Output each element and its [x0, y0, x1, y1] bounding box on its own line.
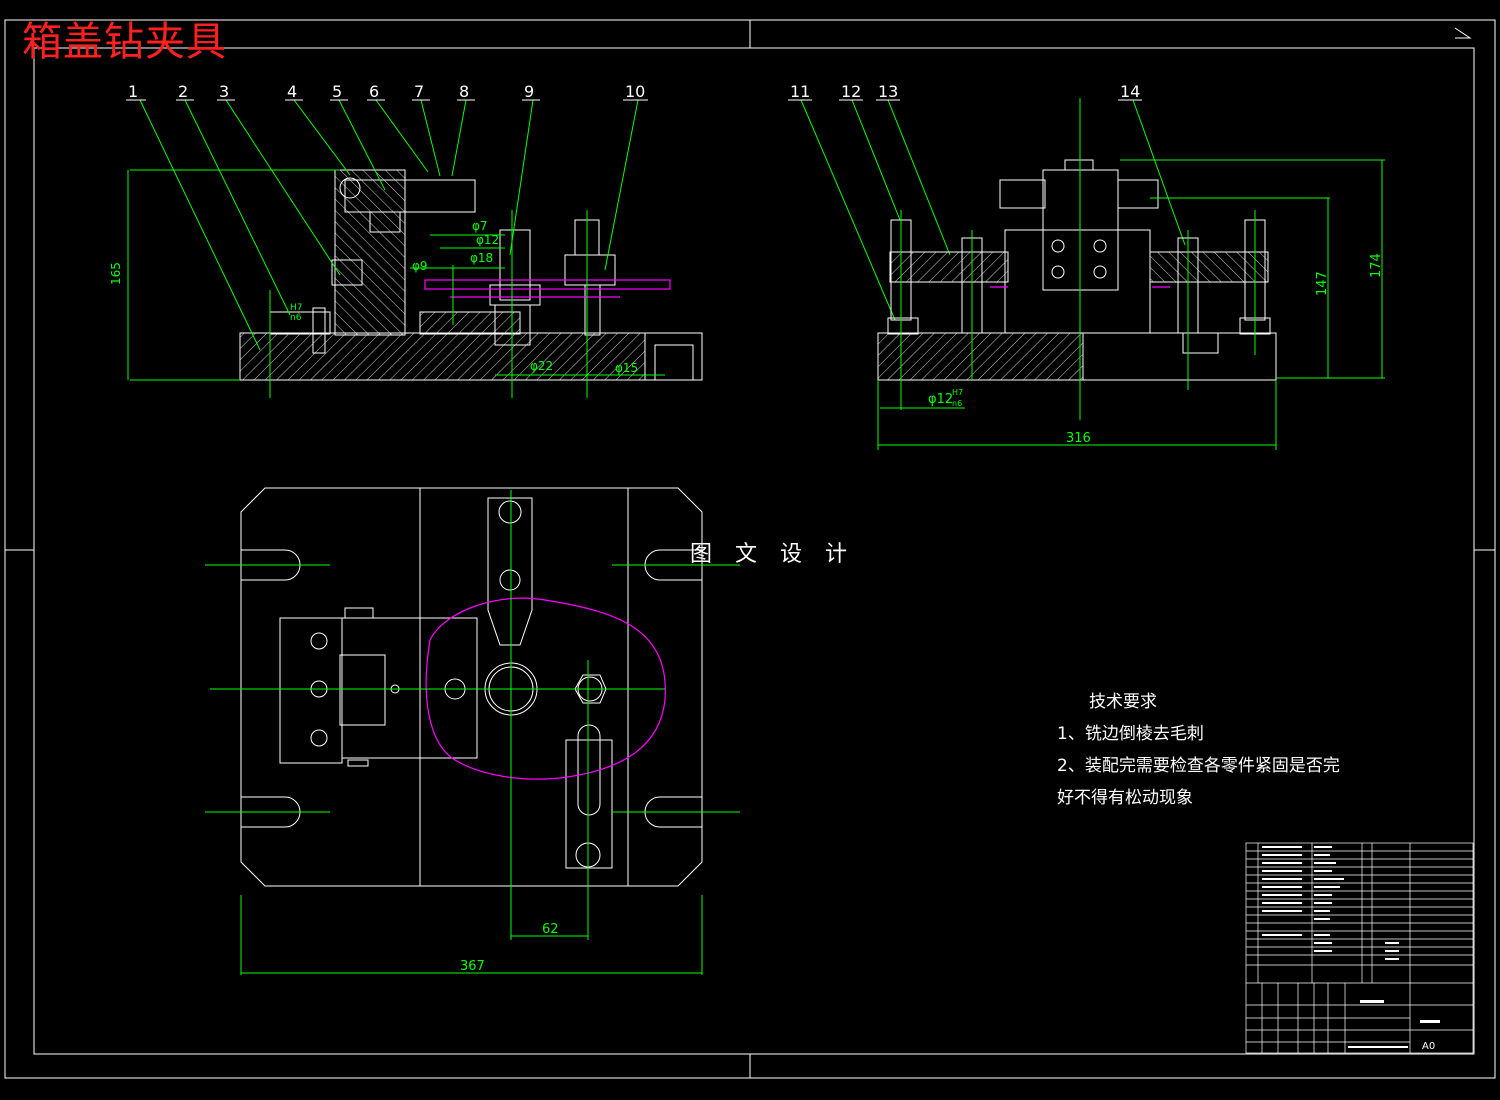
balloon-8: 8	[459, 82, 469, 101]
front-workpiece	[424, 279, 671, 298]
technical-requirements: 技术要求 1、铣边倒棱去毛刺 2、装配完需要检查各零件紧固是否完 好不得有松动现…	[1057, 686, 1340, 814]
fit-n6-front: n6	[290, 313, 302, 323]
drawing-title: 箱盖钻夹具	[22, 19, 227, 65]
front-leaders	[139, 99, 1186, 351]
fit-h7-side: H7	[952, 388, 963, 397]
plan-dimension-labels: 367 62	[460, 922, 559, 974]
fit-n6-side: n6	[952, 399, 962, 408]
balloon-2: 2	[178, 82, 188, 101]
plan-centerlines	[205, 490, 740, 975]
balloon-numbers: 1 2 3 4 5 6 7 8 9 10 11 12 13 14	[128, 82, 1140, 101]
sheet-frame	[4, 19, 1496, 1079]
plan-workpiece	[425, 597, 666, 780]
bom-text-marks	[1262, 846, 1440, 1048]
watermark: 图 文 设 计	[690, 542, 855, 567]
balloon-13: 13	[878, 82, 898, 101]
dim-phi12-side: φ12	[928, 392, 953, 407]
dim-165: 165	[109, 262, 123, 285]
balloon-4: 4	[287, 82, 297, 101]
side-dimension-labels: 316 147 174 φ12 H7 n6	[928, 253, 1384, 446]
tech-heading: 技术要求	[1089, 692, 1157, 712]
balloon-12: 12	[841, 82, 861, 101]
dim-phi22: φ22	[530, 359, 553, 373]
balloon-5: 5	[332, 82, 342, 101]
sheet-size: A0	[1422, 1041, 1435, 1052]
balloon-11: 11	[790, 82, 810, 101]
plan-view	[240, 487, 703, 887]
dim-316: 316	[1066, 431, 1091, 446]
balloon-10: 10	[625, 82, 645, 101]
dim-367: 367	[460, 959, 485, 974]
dim-phi7: φ7	[472, 219, 488, 233]
balloon-7: 7	[414, 82, 424, 101]
side-centerlines	[877, 98, 1385, 450]
front-view	[239, 169, 703, 381]
title-block	[1245, 842, 1474, 1054]
dim-phi18: φ18	[470, 251, 493, 265]
dim-174: 174	[1369, 253, 1384, 278]
dim-147: 147	[1315, 271, 1330, 296]
side-view	[877, 159, 1277, 381]
tech-line-2: 2、装配完需要检查各零件紧固是否完	[1057, 756, 1340, 776]
balloon-9: 9	[524, 82, 534, 101]
front-dimension-labels: 165 φ7 φ12 φ9 φ18 φ22 φ15 H7 n6	[109, 219, 638, 375]
dim-phi12: φ12	[476, 233, 499, 247]
dim-phi15: φ15	[615, 361, 638, 375]
balloon-6: 6	[369, 82, 379, 101]
balloon-14: 14	[1120, 82, 1140, 101]
tech-line-3: 好不得有松动现象	[1057, 788, 1193, 808]
balloon-3: 3	[219, 82, 229, 101]
dim-phi9: φ9	[412, 259, 428, 273]
fit-h7-front: H7	[290, 303, 303, 313]
balloon-1: 1	[128, 82, 138, 101]
tech-line-1: 1、铣边倒棱去毛刺	[1057, 724, 1204, 744]
dim-62: 62	[542, 922, 559, 937]
